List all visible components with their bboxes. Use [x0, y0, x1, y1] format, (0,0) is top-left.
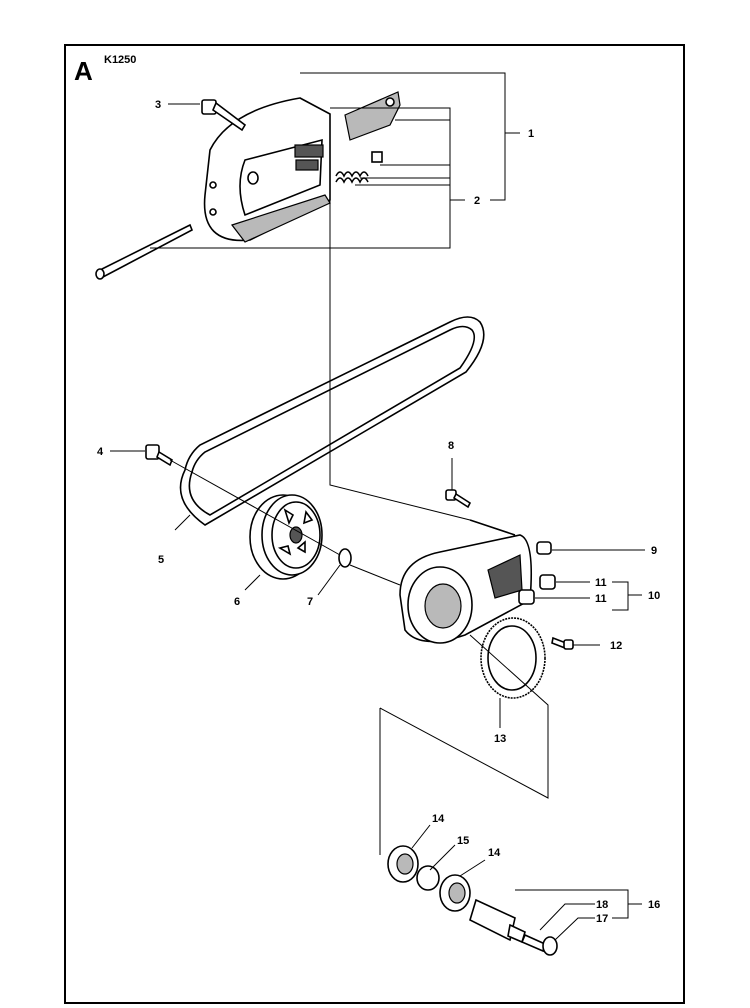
callout-14b: 14	[488, 847, 501, 859]
callout-9: 9	[651, 545, 657, 557]
callout-8: 8	[448, 440, 454, 452]
bearing-14-lower	[439, 874, 471, 912]
screw-3	[201, 99, 247, 132]
washer-7	[338, 548, 352, 568]
callout-15: 15	[457, 835, 469, 847]
callout-17: 17	[596, 913, 608, 925]
callout-11a: 11	[595, 577, 607, 589]
belt-pulley	[249, 494, 323, 580]
bearing-14-upper	[387, 845, 419, 883]
section-letter: A	[74, 56, 93, 86]
bolt-17	[520, 933, 558, 956]
cutter-arm-housing	[399, 519, 533, 644]
shaft-16	[469, 898, 526, 944]
screw-12	[551, 636, 574, 650]
callout-7: 7	[307, 596, 313, 608]
callout-13: 13	[494, 733, 506, 745]
drawing-frame	[64, 44, 685, 1004]
nuts	[518, 541, 556, 605]
screw-8	[445, 489, 472, 509]
callout-3: 3	[155, 99, 161, 111]
callout-2: 2	[474, 195, 480, 207]
callout-10: 10	[648, 590, 660, 602]
spacer-15	[416, 865, 440, 891]
cover-bracket	[344, 91, 401, 163]
callout-5: 5	[158, 554, 164, 566]
callout-labels: 1 2 3 4 5 6 7 8 9 10 11 11 12 13 14 15 1…	[97, 99, 660, 925]
callout-12: 12	[610, 640, 622, 652]
belt-guard-cover	[203, 97, 331, 243]
callout-1: 1	[528, 128, 534, 140]
spring	[335, 171, 369, 184]
leader-lines	[110, 72, 645, 941]
callout-18: 18	[596, 899, 608, 911]
v-belt	[179, 316, 485, 526]
callout-16: 16	[648, 899, 660, 911]
callout-14a: 14	[432, 813, 445, 825]
sensor-ring-13	[480, 617, 546, 699]
callout-6: 6	[234, 596, 240, 608]
long-bolt	[95, 223, 194, 280]
callout-11b: 11	[595, 593, 607, 605]
screw-4	[145, 444, 173, 467]
model-name: K1250	[104, 54, 136, 66]
callout-4: 4	[97, 446, 104, 458]
